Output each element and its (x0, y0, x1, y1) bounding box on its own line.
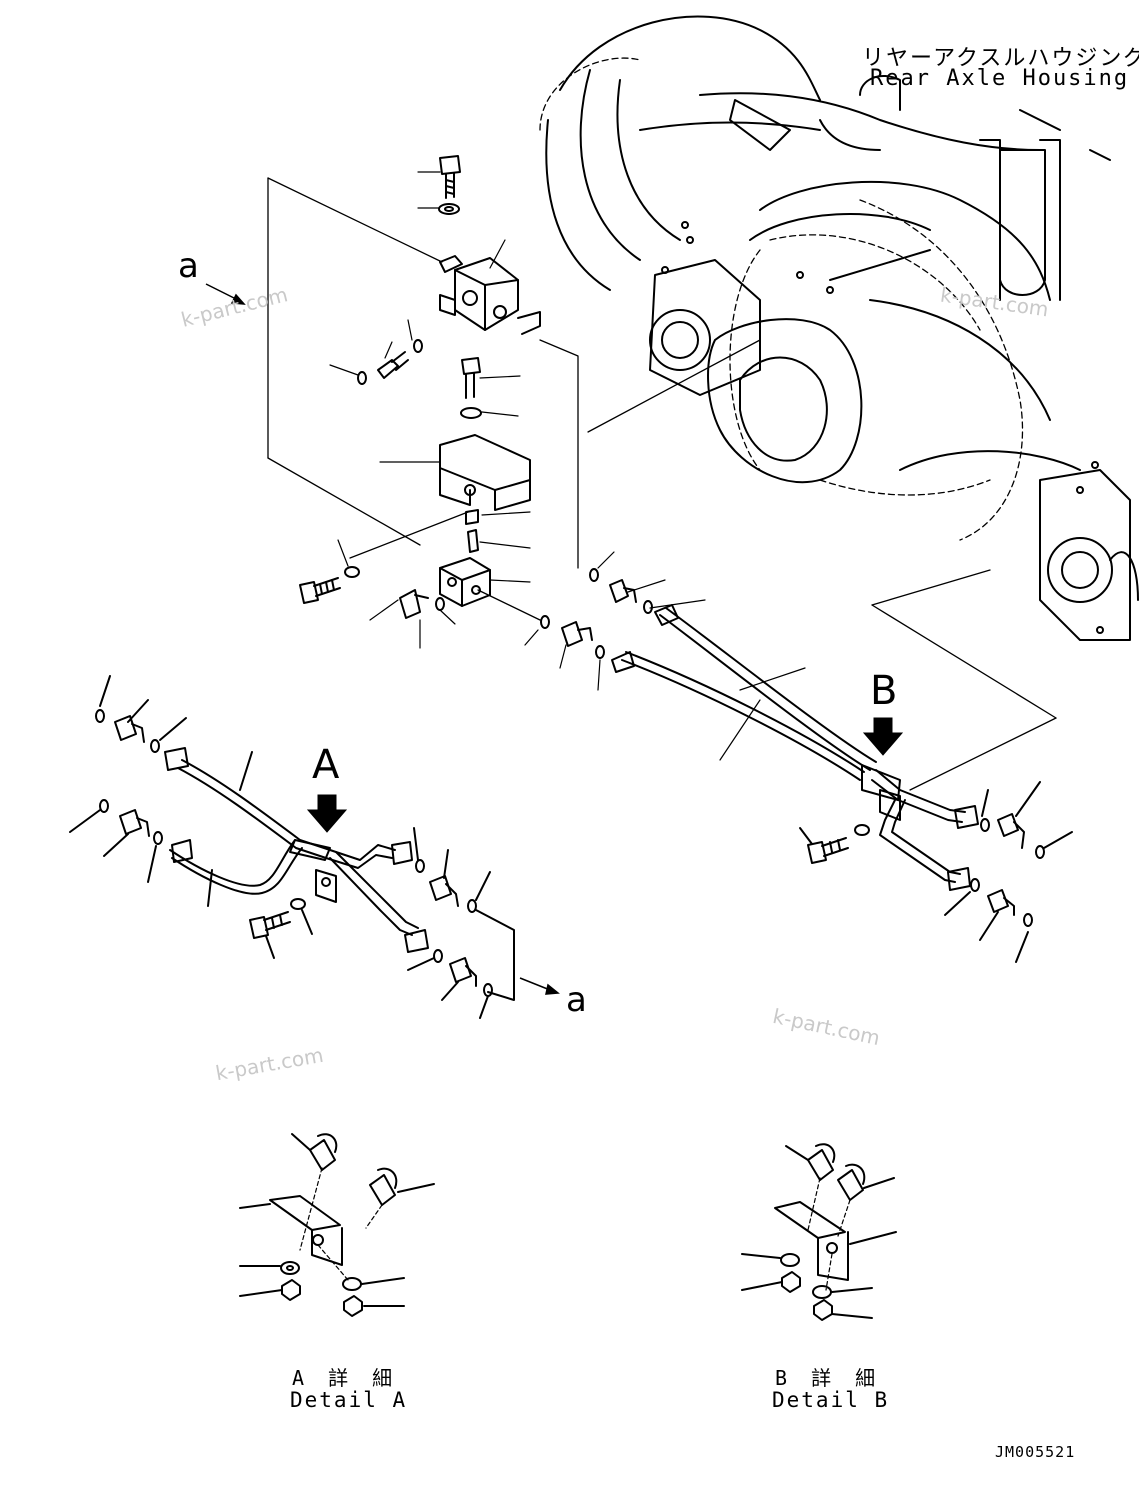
hydraulic-pipes-left (69, 675, 515, 1019)
view-arrow-b (862, 717, 904, 756)
hydraulic-pipes-right (611, 604, 1073, 963)
housing-label-jp: リヤーアクスルハウジング (862, 46, 1139, 71)
housing-label-en: Rear Axle Housing (870, 66, 1130, 91)
detail-b-hidden (807, 1177, 851, 1291)
detail-b-drawing (741, 1143, 897, 1321)
detail-a-drawing (239, 1133, 435, 1317)
view-arrow-a (306, 794, 348, 833)
view-label-b: B (870, 668, 898, 714)
ref-arrow-bottom (519, 977, 560, 995)
ref-mark-a-bottom: a (566, 980, 587, 1020)
ref-mark-a-top: a (178, 246, 199, 286)
detail-b-title-jp: B 詳 細 (775, 1366, 882, 1390)
valve-assembly (299, 155, 653, 659)
drawing-number: JM005521 (995, 1443, 1076, 1461)
ref-arrow-top (205, 283, 246, 305)
housing-hidden-lines (539, 57, 1024, 541)
detail-a-title-jp: A 詳 細 (292, 1366, 399, 1390)
reference-frame-lines (267, 177, 1057, 791)
rear-axle-housing (545, 15, 1139, 641)
detail-a-hidden (299, 1167, 383, 1281)
detail-a-title-en: Detail A (290, 1388, 408, 1412)
detail-b-title-en: Detail B (772, 1388, 890, 1412)
view-label-a: A (312, 742, 340, 788)
